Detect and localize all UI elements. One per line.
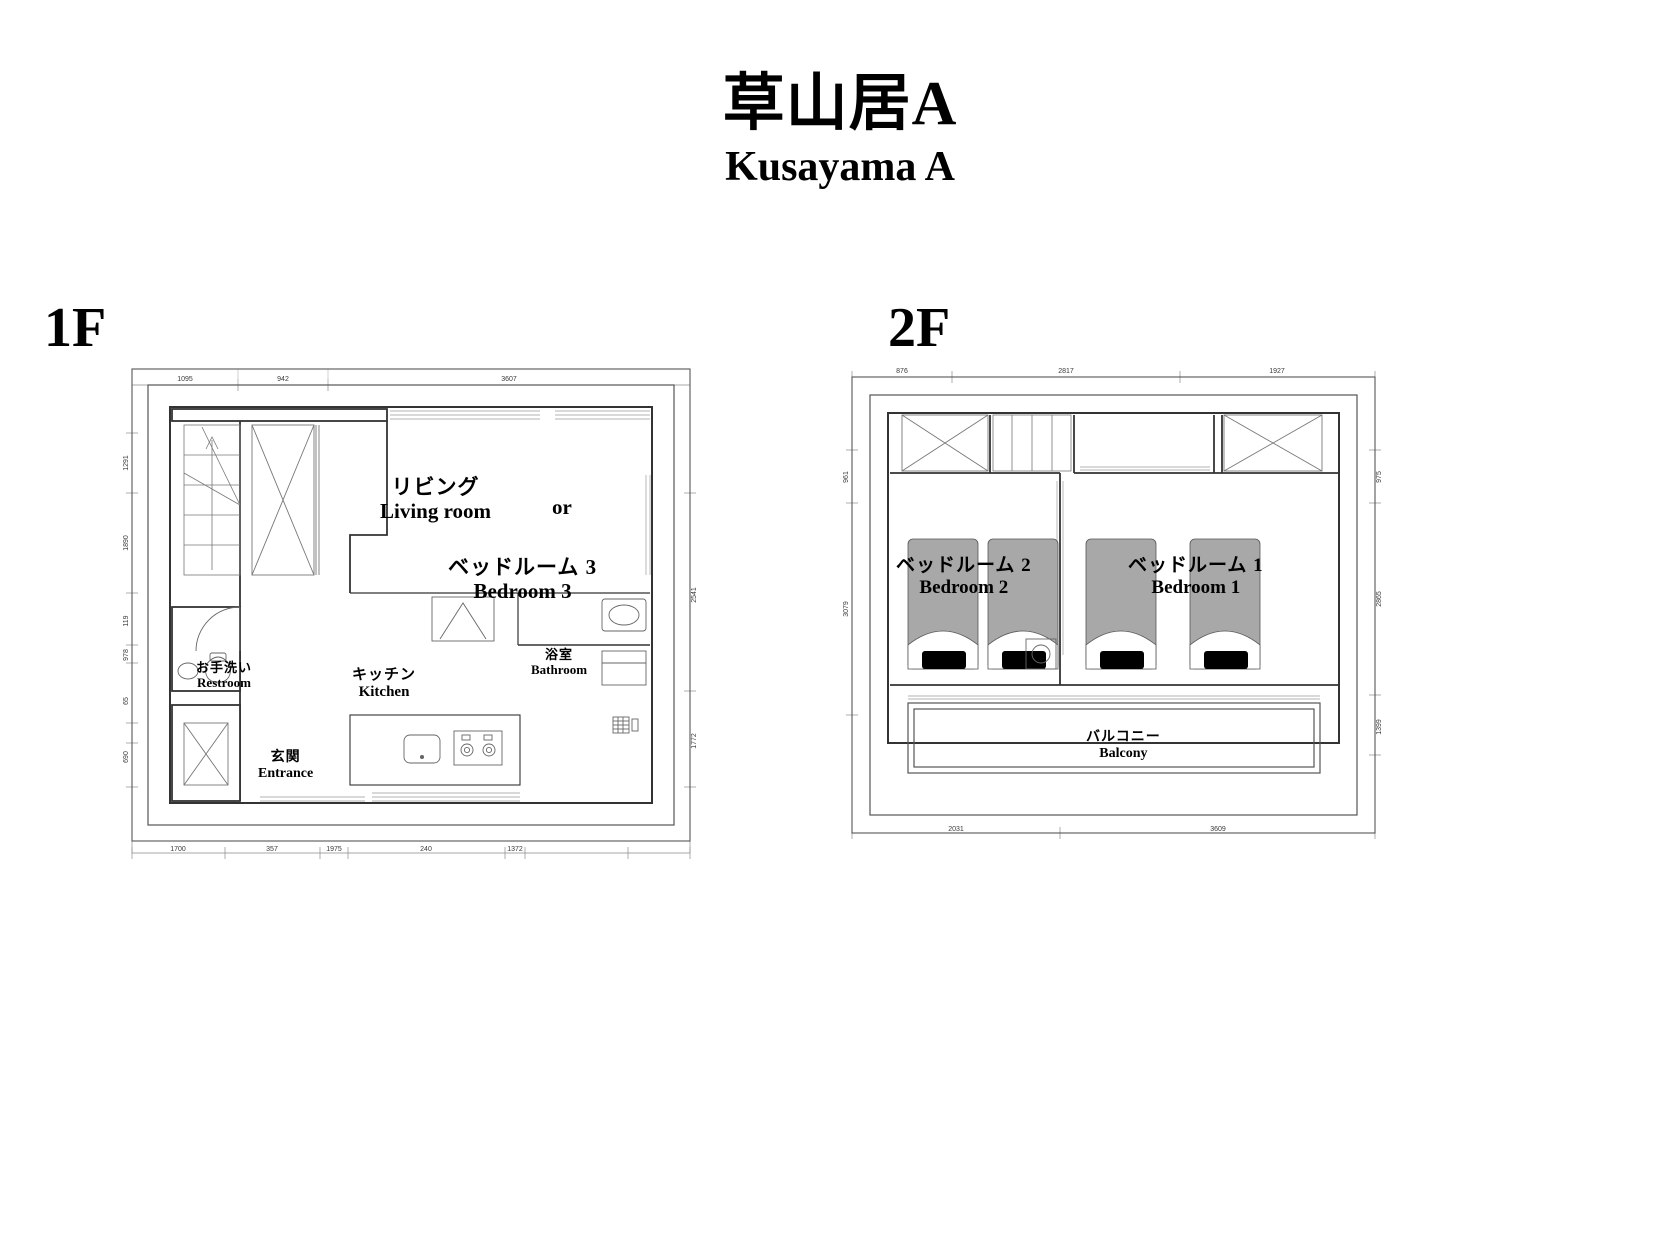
stove-icon — [453, 730, 503, 766]
closet-2f-left — [901, 414, 989, 472]
svg-text:690: 690 — [123, 751, 130, 763]
closet-1f-upper — [251, 424, 320, 576]
water-heater-icon — [612, 716, 639, 734]
floor-badge-2f: 2F — [888, 297, 951, 359]
floor-plan-1f: 1095 942 3607 1700 357 1975 240 1372 129… — [110, 345, 710, 885]
svg-text:3609: 3609 — [1210, 826, 1226, 833]
dimensions-2f-right: 975 2865 1399 — [1376, 471, 1383, 735]
svg-text:3607: 3607 — [501, 376, 517, 383]
svg-text:1291: 1291 — [123, 455, 130, 471]
svg-text:1927: 1927 — [1269, 368, 1285, 375]
svg-text:357: 357 — [266, 846, 278, 853]
floor-badge-1f: 1F — [44, 297, 107, 359]
page-title: 草山居A Kusayama A — [0, 70, 1680, 191]
door-swing-restroom — [195, 606, 241, 652]
dimensions-1f-top: 1095 942 3607 — [177, 376, 517, 383]
svg-text:1890: 1890 — [123, 535, 130, 551]
dimensions-2f-bottom: 2031 3609 — [948, 826, 1226, 833]
svg-text:1372: 1372 — [507, 846, 523, 853]
sink-icon — [177, 662, 199, 680]
svg-text:975: 975 — [1376, 471, 1383, 483]
dimensions-1f-left: 1291 1890 119 978 65 690 — [123, 455, 130, 763]
floor-plan-2f: 876 2817 1927 2031 3609 961 3079 975 286… — [830, 355, 1410, 855]
svg-text:240: 240 — [420, 846, 432, 853]
balcony-outline — [907, 702, 1321, 774]
bed-icon — [1085, 538, 1157, 670]
svg-text:119: 119 — [123, 615, 130, 626]
kitchen-sink-icon — [403, 734, 441, 764]
bed-icon — [907, 538, 979, 670]
svg-text:3079: 3079 — [843, 601, 850, 617]
svg-text:2541: 2541 — [691, 587, 698, 603]
svg-text:876: 876 — [896, 368, 908, 375]
svg-text:1772: 1772 — [691, 733, 698, 749]
dimensions-2f-top: 876 2817 1927 — [896, 368, 1285, 375]
title-japanese: 草山居A — [722, 70, 958, 138]
toilet-icon — [205, 652, 231, 684]
dimensions-1f-right: 2541 1772 — [691, 587, 698, 749]
svg-text:1399: 1399 — [1376, 719, 1383, 735]
stair-2f — [992, 414, 1072, 472]
svg-text:1975: 1975 — [326, 846, 342, 853]
washer-icon — [601, 650, 647, 686]
bathtub-icon — [601, 598, 647, 632]
title-english: Kusayama A — [725, 144, 955, 191]
range-hood-icon — [431, 596, 495, 642]
dimensions-2f-left: 961 3079 — [843, 471, 850, 617]
svg-text:2031: 2031 — [948, 826, 964, 833]
bed-icon — [987, 538, 1059, 670]
svg-text:978: 978 — [123, 649, 130, 661]
closet-2f-right — [1223, 414, 1323, 472]
stair-direction-arrow — [183, 426, 241, 570]
svg-text:942: 942 — [277, 376, 289, 383]
bed-icon — [1189, 538, 1261, 670]
svg-text:65: 65 — [123, 697, 130, 705]
svg-text:2865: 2865 — [1376, 591, 1383, 607]
dimensions-1f-bottom: 1700 357 1975 240 1372 — [170, 846, 523, 853]
closet-1f-entrance — [183, 722, 229, 786]
svg-text:2817: 2817 — [1058, 368, 1074, 375]
svg-text:1700: 1700 — [170, 846, 186, 853]
svg-text:1095: 1095 — [177, 376, 193, 383]
nightstand-icon — [1025, 638, 1057, 670]
svg-text:961: 961 — [843, 471, 850, 483]
